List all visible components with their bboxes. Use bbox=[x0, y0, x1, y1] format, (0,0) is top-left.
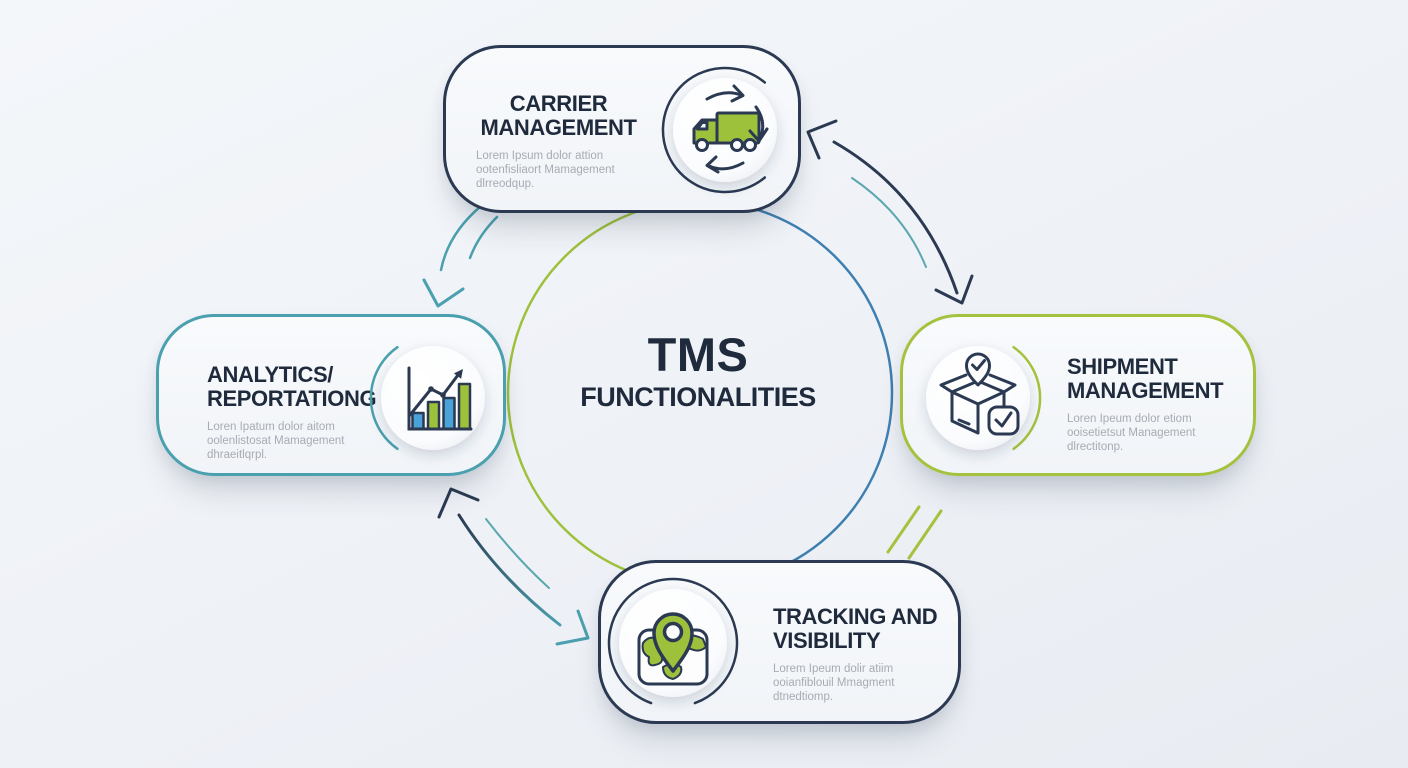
card-description: Lorem Ipsum dolor attion ootenfisliaort … bbox=[476, 149, 615, 190]
truck-cycle-icon bbox=[655, 60, 795, 200]
bar-chart-icon bbox=[363, 328, 503, 468]
card-analytics-reporting: ANALYTICS/ REPORTATIONG Loren Ipatum dol… bbox=[156, 314, 506, 476]
card-text: SHIPMENT MANAGEMENT Loren Ipeum dolor et… bbox=[1067, 355, 1239, 454]
card-text: TRACKING AND VISIBILITY Lorem Ipeum doli… bbox=[773, 605, 953, 704]
map-pin-icon bbox=[603, 573, 743, 713]
card-description: Loren Ipatum dolor aitom oolenlistosat M… bbox=[207, 420, 345, 461]
card-text: ANALYTICS/ REPORTATIONG Loren Ipatum dol… bbox=[207, 362, 377, 462]
diagram-center-label: TMS FUNCTIONALITIES bbox=[517, 330, 879, 413]
card-title: CARRIER MANAGEMENT bbox=[480, 91, 637, 140]
diagram-title: TMS bbox=[647, 328, 749, 381]
card-carrier-management: CARRIER MANAGEMENT Lorem Ipsum dolor att… bbox=[443, 45, 801, 213]
diagram-subtitle: FUNCTIONALITIES bbox=[580, 382, 816, 413]
link-bottom-right bbox=[886, 505, 943, 560]
card-tracking-visibility: TRACKING AND VISIBILITY Lorem Ipeum doli… bbox=[598, 560, 961, 724]
arrow-top-right bbox=[806, 119, 974, 305]
card-description: Lorem Ipeum dolir atiim ooianfiblouil Mm… bbox=[773, 662, 895, 703]
card-title: TRACKING AND VISIBILITY bbox=[773, 604, 938, 653]
card-title: SHIPMENT MANAGEMENT bbox=[1067, 354, 1224, 403]
arrow-bottom-left bbox=[437, 487, 590, 646]
card-title: ANALYTICS/ REPORTATIONG bbox=[207, 362, 377, 411]
card-description: Loren Ipeum dolor etiom ooisetietsut Man… bbox=[1067, 412, 1196, 453]
box-check-icon bbox=[908, 328, 1048, 468]
card-text: CARRIER MANAGEMENT Lorem Ipsum dolor att… bbox=[476, 92, 641, 191]
arrow-top-left bbox=[422, 204, 499, 308]
card-shipment-management: SHIPMENT MANAGEMENT Loren Ipeum dolor et… bbox=[900, 314, 1256, 476]
